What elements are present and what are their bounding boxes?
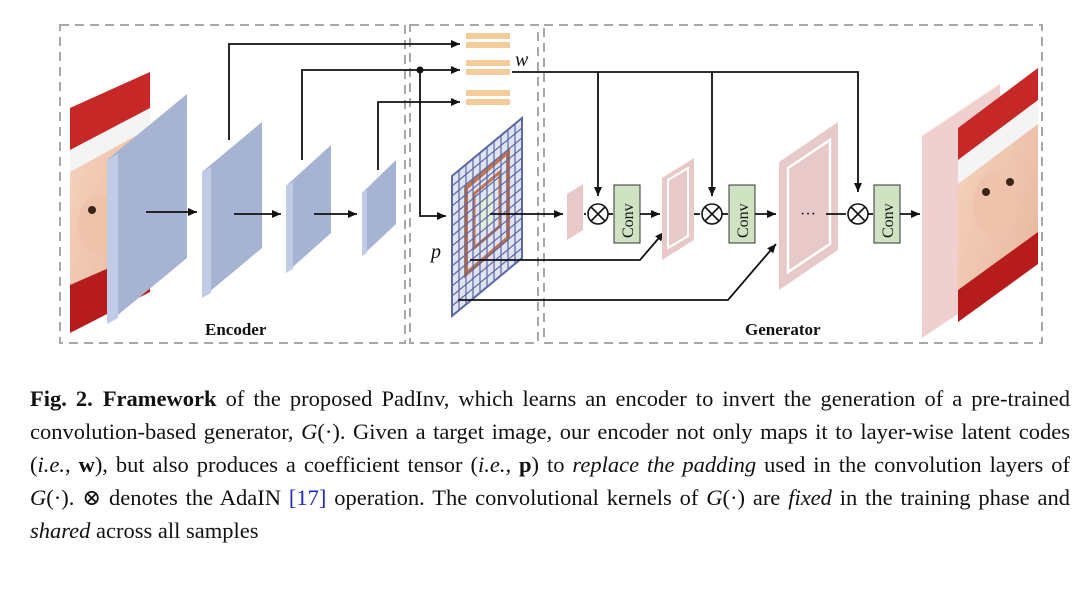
generator-label: Generator xyxy=(745,320,821,339)
caption-shared: shared xyxy=(30,518,91,543)
generator-block-3-border xyxy=(786,137,832,275)
caption-p-bold: p xyxy=(519,452,532,477)
grid-line xyxy=(451,177,523,237)
encoder-block-1-face xyxy=(107,154,118,324)
caption-dot: (·) xyxy=(46,485,69,510)
latent-codes xyxy=(466,33,510,105)
caption-g: G xyxy=(30,485,47,510)
caption-text: , xyxy=(505,452,520,477)
p-arrow-3 xyxy=(458,243,777,301)
caption-w-bold: w xyxy=(78,452,95,477)
framework-diagram: w p Conv Conv ··· Conv xyxy=(59,24,1043,344)
conv-label-2: Conv xyxy=(735,203,752,238)
dots-label: ··· xyxy=(800,206,816,223)
latent-arrow-1 xyxy=(228,40,460,140)
latent-arrow-2 xyxy=(301,66,460,160)
encoder-block-3-face xyxy=(286,182,293,273)
caption-text: used in the convolution layers of xyxy=(756,452,1070,477)
grid-line xyxy=(451,127,523,187)
caption-text: ), but also produces a coefficient tenso… xyxy=(94,452,478,477)
output-image xyxy=(958,68,1038,322)
caption-dot: (·) xyxy=(317,419,340,444)
encoder-block-1 xyxy=(107,94,187,324)
encoder-block-2-face xyxy=(202,167,211,298)
p-arrow-2 xyxy=(470,231,665,261)
caption-text: across all samples xyxy=(90,518,259,543)
p-label: p xyxy=(429,241,441,263)
caption-text: operation. The convolutional kernels of xyxy=(326,485,707,510)
caption-ie: i.e. xyxy=(477,452,506,477)
caption-text: , xyxy=(65,452,79,477)
grid-line xyxy=(451,167,523,227)
framework-figure: w p Conv Conv ··· Conv xyxy=(59,24,1043,344)
adain-cross-2 xyxy=(704,206,720,222)
w-label: w xyxy=(515,49,529,71)
conv-box-1 xyxy=(613,184,641,244)
encoder-block-4-face xyxy=(362,190,367,256)
latent-panel xyxy=(409,24,539,344)
caption-text: are xyxy=(744,485,789,510)
encoder-block-3 xyxy=(286,145,331,273)
generator-block-1 xyxy=(567,184,583,240)
grid-line xyxy=(451,197,523,257)
caption-g: G xyxy=(706,485,723,510)
generator-block-2-border xyxy=(667,166,689,250)
grid-line xyxy=(451,237,523,297)
caption-text: . xyxy=(68,485,83,510)
grid-line xyxy=(451,247,523,307)
caption-fixed: fixed xyxy=(788,485,832,510)
caption-fig-number: Fig. 2. xyxy=(30,386,93,411)
w-line xyxy=(512,71,862,192)
encoder-label: Encoder xyxy=(205,320,267,339)
grid-line xyxy=(451,207,523,267)
grid-line xyxy=(451,217,523,277)
generator-block-2 xyxy=(662,158,694,260)
conv-label-3: Conv xyxy=(880,203,897,238)
conv-label-1: Conv xyxy=(620,203,637,238)
citation-link[interactable]: [17] xyxy=(288,485,327,510)
latent-arrow-3 xyxy=(377,98,460,170)
caption-dot: (·) xyxy=(722,485,745,510)
grid-line xyxy=(451,227,523,287)
caption-text: . Given a target image, our encoder not … xyxy=(30,419,1070,477)
grid-line xyxy=(451,147,523,207)
caption-replace: replace the padding xyxy=(572,452,757,477)
conv-box-3 xyxy=(873,184,901,244)
adain-cross-3 xyxy=(850,206,866,222)
caption-bold-title: Framework xyxy=(102,386,217,411)
caption-g: G xyxy=(301,419,318,444)
figure-caption: Fig. 2. Framework of the proposed PadInv,… xyxy=(30,382,1070,547)
caption-text: of the proposed PadInv, which learns an … xyxy=(30,386,1070,444)
encoder-panel xyxy=(59,24,406,344)
padding-arrow xyxy=(419,70,446,220)
encoder-block-4 xyxy=(362,160,396,256)
caption-text: denotes the AdaIN xyxy=(101,485,289,510)
encoder-block-2 xyxy=(202,122,262,298)
caption-text: ) to xyxy=(531,452,573,477)
generator-panel xyxy=(543,24,1043,344)
caption-ie: i.e. xyxy=(37,452,66,477)
grid-line xyxy=(451,187,523,247)
padding-grid xyxy=(451,123,523,311)
adain-cross-1 xyxy=(590,206,606,222)
grid-line xyxy=(451,137,523,197)
conv-box-2 xyxy=(728,184,756,244)
caption-text: in the training phase and xyxy=(831,485,1070,510)
caption-otimes: ⊗ xyxy=(82,485,102,510)
grid-line xyxy=(451,157,523,217)
